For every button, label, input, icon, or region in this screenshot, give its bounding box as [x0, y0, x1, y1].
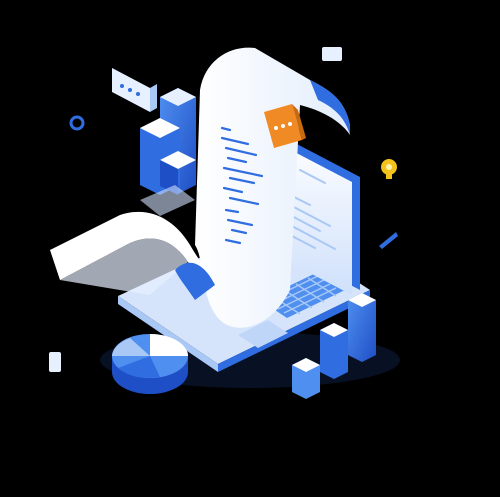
screen-code-lines	[289, 169, 336, 250]
message-bubble-icon	[264, 104, 306, 148]
pencil-icon	[379, 232, 398, 249]
sparkle-icon	[69, 115, 85, 131]
code-scroll-icon	[50, 47, 350, 328]
lightbulb-icon	[381, 159, 397, 179]
keyboard	[260, 272, 345, 318]
cube-stack-icon	[140, 88, 196, 216]
small-square-icon	[322, 47, 342, 61]
touchpad	[238, 320, 288, 348]
scroll-code-lines	[220, 126, 264, 245]
pie-chart-icon	[112, 334, 188, 394]
chat-bubble-icon	[112, 68, 157, 112]
bar-chart-icon	[292, 293, 376, 399]
small-tile-icon	[49, 352, 61, 372]
